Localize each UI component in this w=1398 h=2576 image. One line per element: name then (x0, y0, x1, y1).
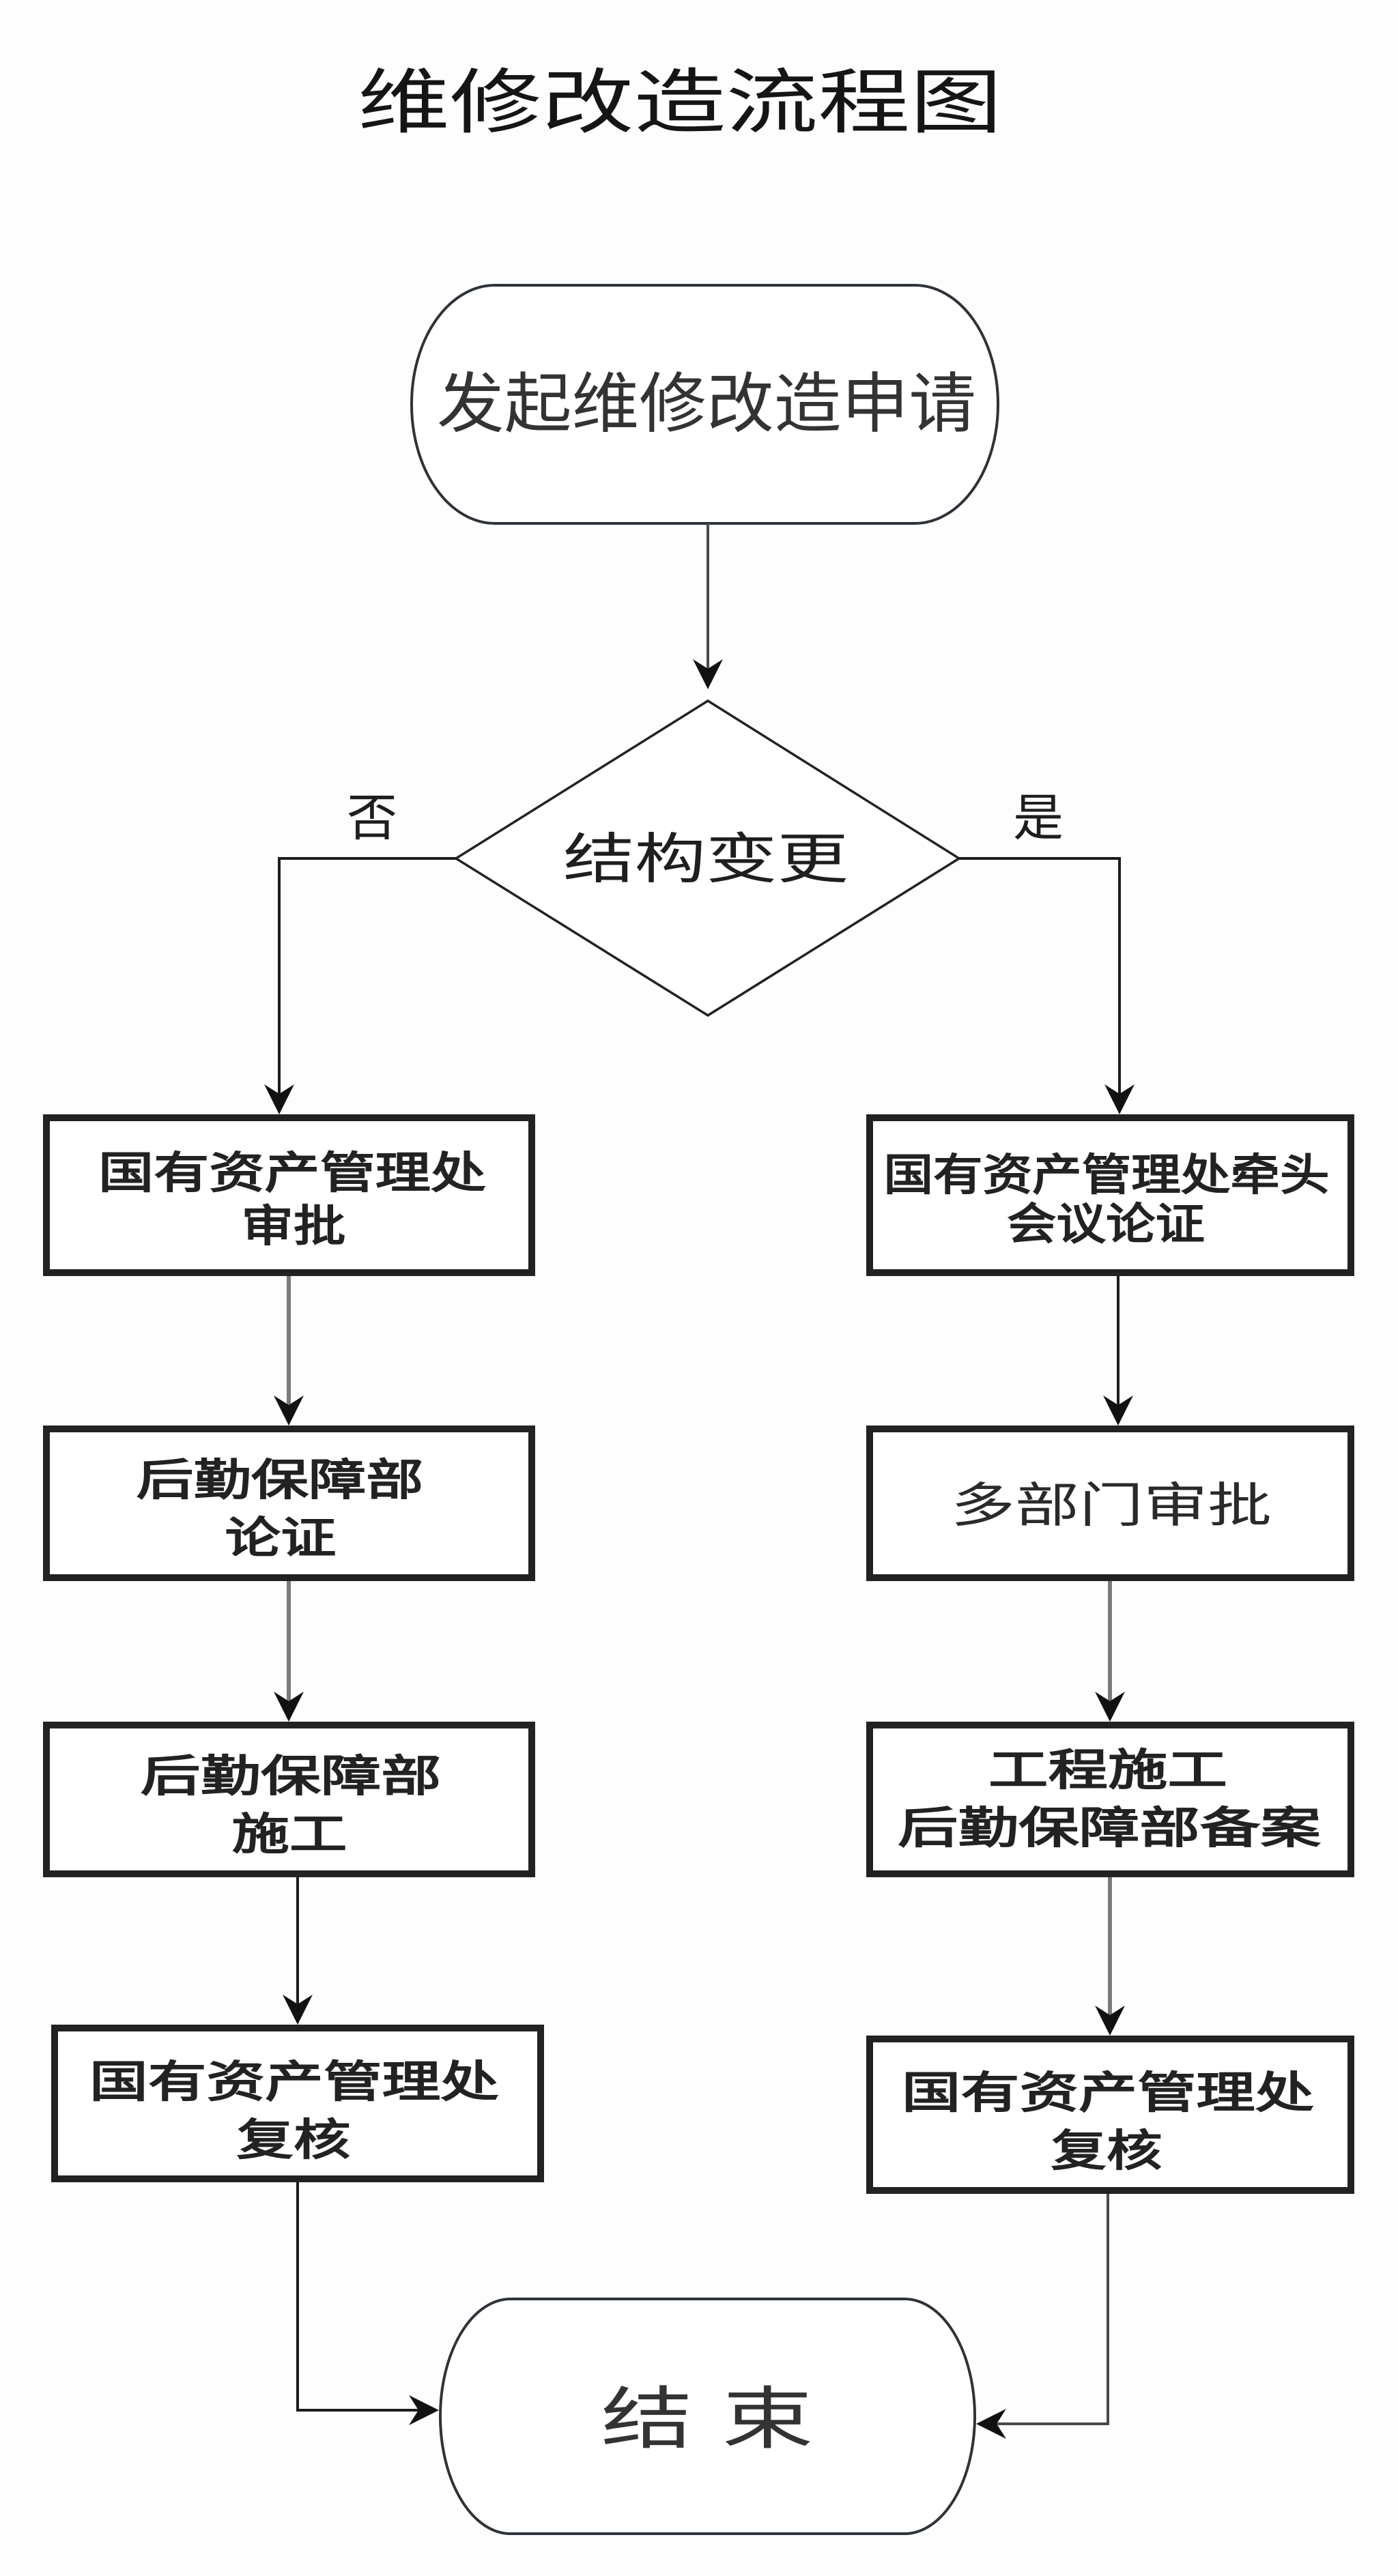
start-node[interactable]: 发起维修改造申请 (410, 284, 999, 525)
process-box-shape (43, 1722, 535, 1877)
process-label-line-1: 国有资产管理处牵头 (884, 1150, 1330, 1201)
connector-left-1-to-left-2 (274, 1276, 304, 1426)
connector-left-4-to-end (296, 2182, 439, 2425)
connector-start-to-decision (693, 523, 723, 689)
connector-line (278, 857, 456, 1105)
arrowhead-down-icon (1103, 1395, 1133, 1426)
arrowhead-left-icon (976, 2409, 1006, 2439)
right-process-3[interactable]: 工程施工 后勤保障部备案 (866, 1722, 1354, 1877)
process-label-line-1: 国有资产管理处 (89, 2057, 499, 2108)
process-label-line-1: 工程施工 (988, 1746, 1227, 1796)
arrowhead-down-icon (1095, 1692, 1125, 1722)
process-box-shape (51, 2025, 544, 2182)
end-node-label: 结 束 (601, 2379, 814, 2459)
connector-right-4-to-end (976, 2194, 1109, 2439)
process-label-line-2: 复核 (237, 2115, 351, 2166)
process-label-line-1: 后勤保障部 (137, 1456, 424, 1506)
connector-decision-no-to-left-1 (264, 857, 456, 1114)
process-box-shape (43, 1114, 535, 1276)
arrowhead-down-icon (264, 1084, 294, 1114)
page-title: 维修改造流程图 (358, 61, 1002, 144)
connector-right-3-to-right-4 (1095, 1877, 1125, 2036)
arrowhead-down-icon (274, 1395, 304, 1426)
connector-right-1-to-right-2 (1103, 1276, 1133, 1426)
process-label-line-1: 后勤保障部 (141, 1752, 442, 1802)
left-process-3[interactable]: 后勤保障部 施工 (43, 1722, 535, 1877)
process-box-shape (866, 1114, 1354, 1276)
connector-line (959, 857, 1121, 1105)
right-process-2[interactable]: 多部门审批 (866, 1426, 1354, 1581)
process-label-line-2: 审批 (242, 1202, 346, 1252)
connector-line (296, 2182, 427, 2412)
process-label-line-1: 国有资产管理处 (98, 1148, 486, 1199)
arrowhead-down-icon (693, 659, 723, 689)
end-node[interactable]: 结 束 (439, 2298, 976, 2535)
arrowhead-right-icon (409, 2395, 439, 2425)
branch-label-yes: 是 (1013, 789, 1064, 848)
arrowhead-down-icon (1104, 1084, 1135, 1114)
branch-label-no: 否 (347, 789, 397, 848)
process-box-shape (43, 1426, 535, 1581)
process-box-shape (866, 2036, 1354, 2194)
process-box-shape (866, 1426, 1354, 1581)
connector-right-2-to-right-3 (1095, 1581, 1125, 1722)
process-label-line-2: 施工 (232, 1810, 347, 1860)
end-node-shape (439, 2298, 976, 2535)
arrowhead-down-icon (274, 1692, 304, 1722)
arrowhead-down-icon (283, 1995, 313, 2025)
start-node-label: 发起维修改造申请 (437, 366, 976, 442)
left-process-2[interactable]: 后勤保障部 论证 (43, 1426, 535, 1581)
connector-line (986, 2194, 1109, 2425)
process-label-line-1: 国有资产管理处 (902, 2068, 1314, 2119)
decision-diamond-shape (453, 699, 962, 1017)
process-label-line-2: 复核 (1051, 2126, 1162, 2177)
connector-left-2-to-left-3 (274, 1581, 304, 1722)
connector-decision-yes-to-right-1 (959, 857, 1135, 1114)
decision-node[interactable]: 结构变更 (453, 699, 962, 1017)
process-label-line-2: 论证 (225, 1514, 337, 1564)
arrowhead-down-icon (1095, 2006, 1125, 2036)
connector-left-3-to-left-4 (283, 1877, 313, 2025)
start-node-shape (410, 284, 999, 525)
left-process-1[interactable]: 国有资产管理处 审批 (43, 1114, 535, 1276)
right-process-4[interactable]: 国有资产管理处 复核 (866, 2036, 1354, 2194)
decision-label: 结构变更 (563, 828, 848, 891)
process-label-line-2: 会议论证 (1007, 1200, 1205, 1250)
process-label-line-2: 后勤保障部备案 (898, 1804, 1322, 1854)
right-process-1[interactable]: 国有资产管理处牵头 会议论证 (866, 1114, 1354, 1276)
process-label-line-1: 多部门审批 (951, 1477, 1272, 1533)
left-process-4[interactable]: 国有资产管理处 复核 (51, 2025, 544, 2182)
process-box-shape (866, 1722, 1354, 1877)
